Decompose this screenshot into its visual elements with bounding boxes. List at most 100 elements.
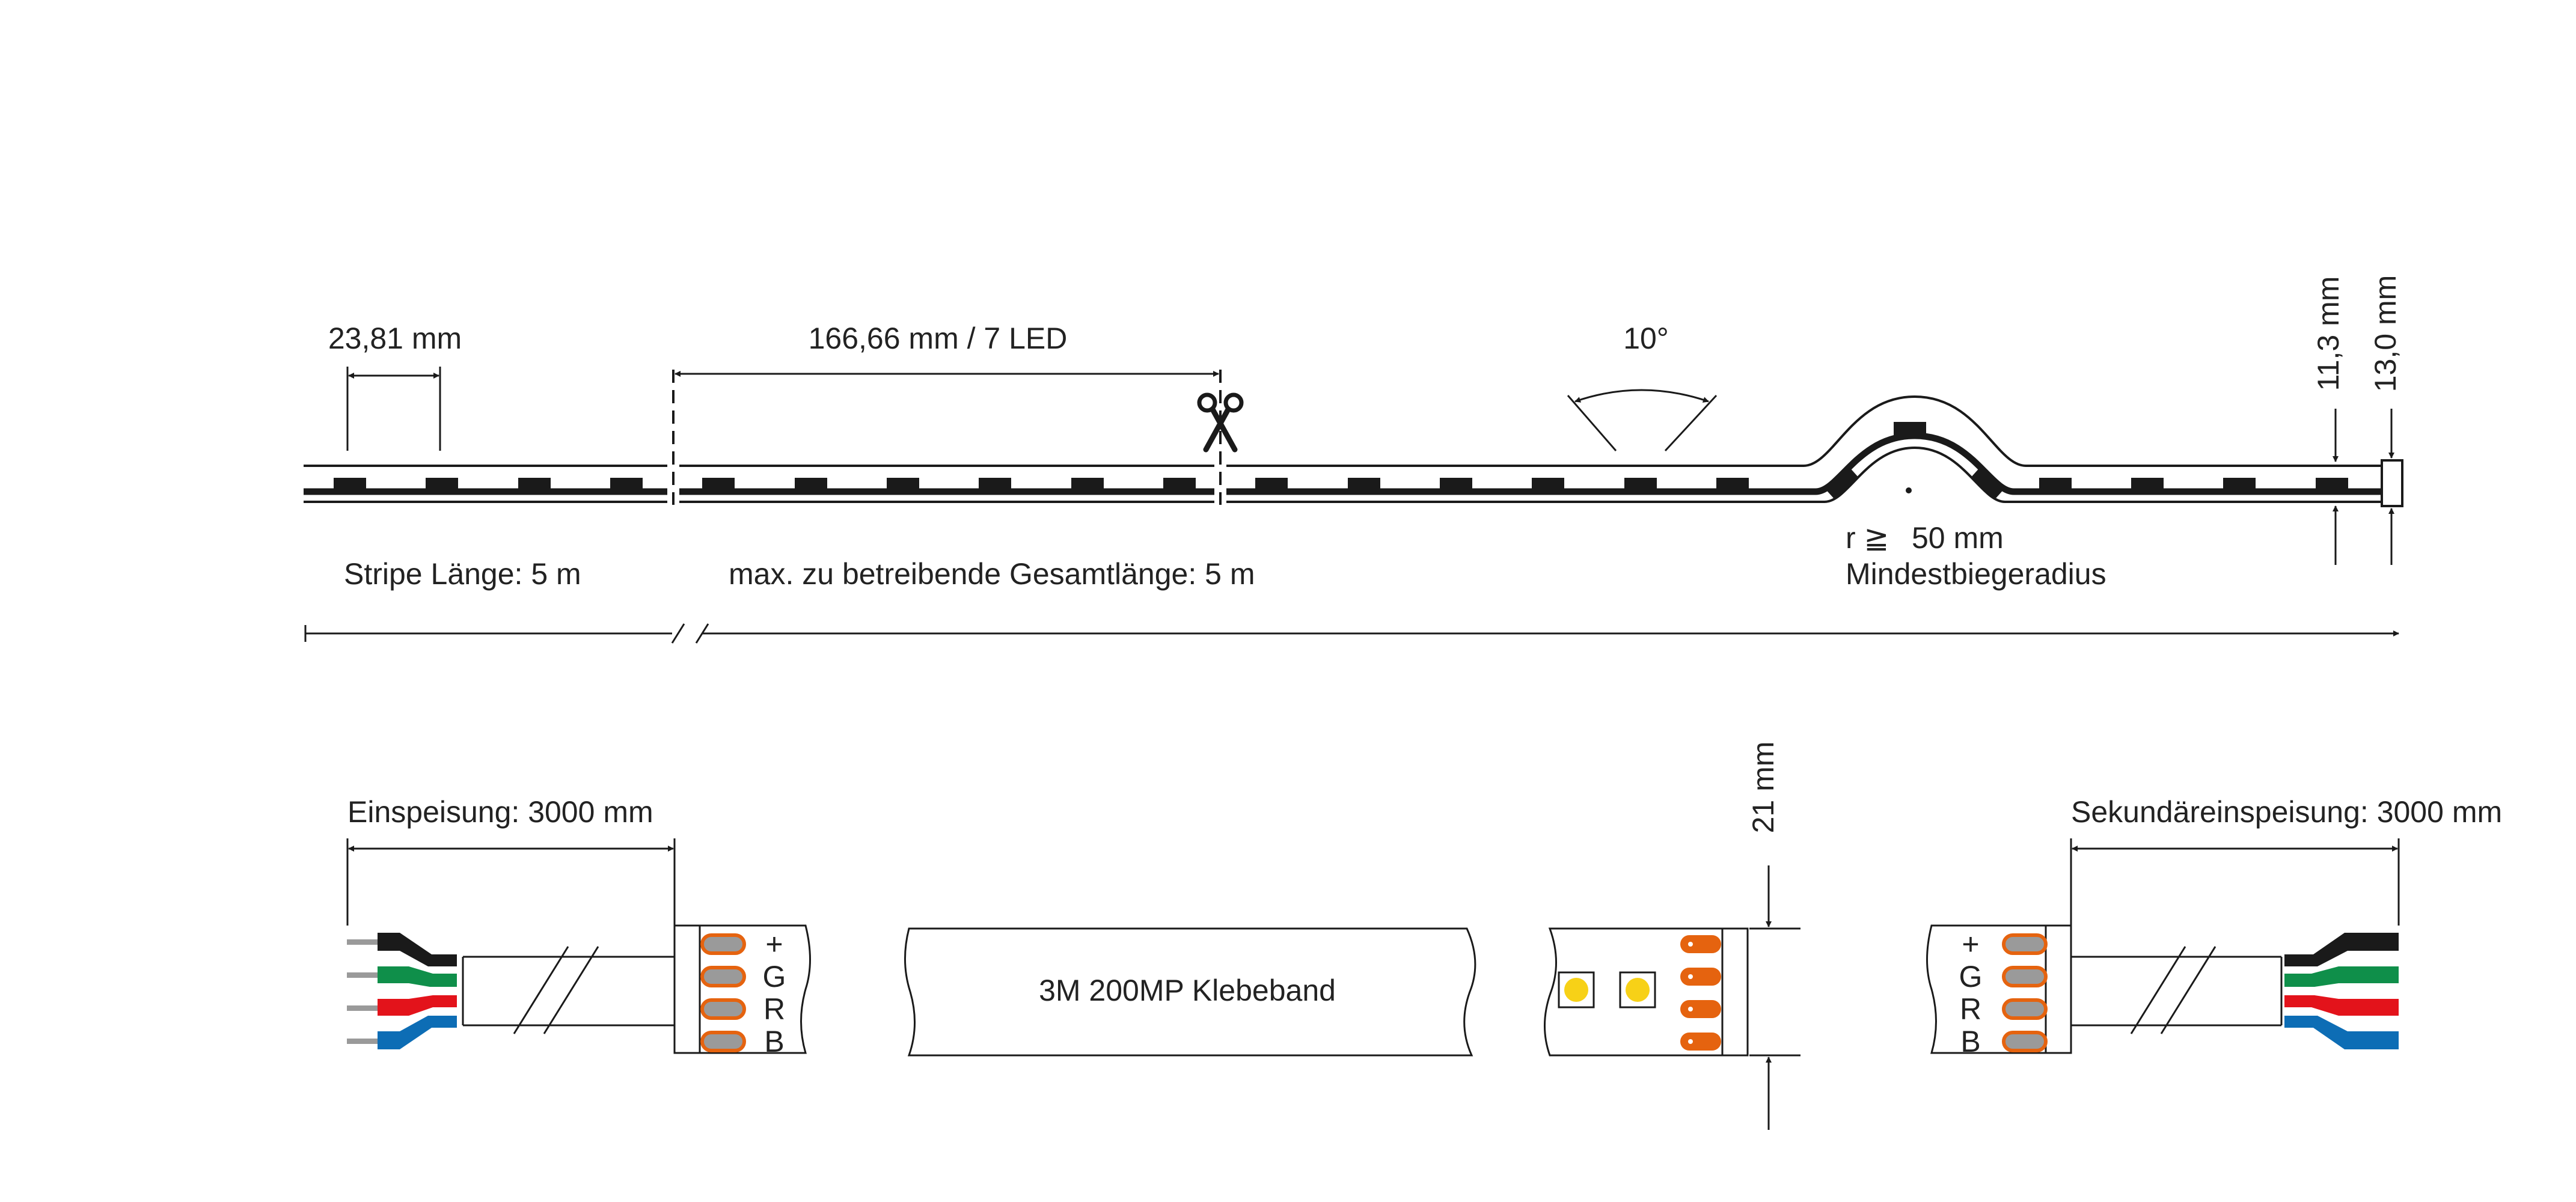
stripe-length-label: Stripe Länge: 5 m <box>344 557 581 591</box>
solder-pad <box>2002 998 2048 1020</box>
led <box>1440 478 1472 493</box>
led <box>1255 478 1288 493</box>
pin-label: G <box>763 960 786 993</box>
cable-break <box>543 946 599 1034</box>
wire-green <box>378 966 457 987</box>
cable-jacket <box>2071 956 2283 1027</box>
solder-pad <box>700 998 746 1020</box>
strip-side-view <box>304 370 2403 507</box>
solder-pad <box>1680 1033 1721 1051</box>
led <box>610 478 643 493</box>
cable-break <box>2130 946 2186 1034</box>
strip-top-view: 21 mm <box>1543 742 1800 1130</box>
pin-labels-left: +GRB <box>763 927 786 1058</box>
pin-label: + <box>1962 927 1979 961</box>
wire-green <box>2284 966 2399 987</box>
radius-value: 50 mm <box>1912 521 2004 555</box>
solder-pad <box>1680 1000 1721 1018</box>
led <box>1348 478 1380 493</box>
scissors-icon <box>1197 392 1244 453</box>
led-bent <box>1824 466 1859 499</box>
led <box>1071 478 1104 493</box>
led <box>702 478 735 493</box>
led <box>795 478 827 493</box>
connector-left: +GRB <box>673 924 811 1058</box>
led-row <box>334 478 2348 493</box>
led <box>887 478 919 493</box>
pin-label: B <box>764 1025 784 1058</box>
wire-blue <box>2284 1016 2399 1049</box>
pin-label: + <box>765 927 783 961</box>
connector-right: +GRB <box>1926 924 2072 1058</box>
solder-pad <box>2002 1031 2048 1052</box>
radius-symbol: r ≧ <box>1846 521 1889 555</box>
solder-pad <box>2002 966 2048 987</box>
pitch-label: 23,81 mm <box>328 322 462 355</box>
led <box>426 478 458 493</box>
led-bent <box>1971 466 2005 499</box>
pin-label: R <box>763 992 785 1026</box>
solder-pads-mid <box>1680 935 1721 1051</box>
angle-dimension: 10° <box>1567 322 1718 452</box>
height-dimensions: 11,3 mm 13,0 mm <box>2311 275 2402 565</box>
bend-center-dot <box>1906 487 1912 493</box>
cable-break <box>2160 946 2217 1034</box>
wire-blue <box>378 1016 457 1049</box>
led <box>2039 478 2072 493</box>
pitch-dimension: 23,81 mm <box>328 322 462 451</box>
length-arrow <box>304 623 2399 644</box>
led <box>518 478 551 493</box>
feed-label: Einspeisung: 3000 mm <box>347 795 653 829</box>
strip-end-cap <box>2381 459 2403 507</box>
solder-pads-left <box>700 933 746 1052</box>
led <box>2131 478 2164 493</box>
solder-pad <box>2002 933 2048 955</box>
wire-red <box>2284 995 2399 1016</box>
wire-tips <box>347 939 378 1044</box>
height-label-2: 13,0 mm <box>2369 275 2402 392</box>
led <box>1716 478 1749 493</box>
segment-dimension: 166,66 mm / 7 LED <box>675 322 1219 377</box>
solder-pad <box>700 933 746 955</box>
pin-label: G <box>1959 960 1983 993</box>
led-bent <box>1894 422 1926 438</box>
led <box>1624 478 1657 493</box>
height-label-1: 11,3 mm <box>2311 276 2345 391</box>
strip-top-outline <box>304 395 2399 467</box>
pin-labels-right: +GRB <box>1959 927 1983 1058</box>
segment-label: 166,66 mm / 7 LED <box>809 322 1068 355</box>
pad-hole <box>1688 974 1693 979</box>
secondary-feed-label: Sekundäreinspeisung: 3000 mm <box>2071 795 2502 829</box>
led <box>2316 478 2348 493</box>
pin-label: B <box>1960 1025 1980 1058</box>
pad-hole <box>1688 942 1693 947</box>
width-label: 21 mm <box>1746 742 1780 834</box>
tape-label: 3M 200MP Klebeband <box>1039 974 1336 1007</box>
angle-label: 10° <box>1623 322 1669 355</box>
solder-pad <box>700 966 746 987</box>
solder-pads-right <box>2002 933 2048 1052</box>
pin-label: R <box>1960 992 1981 1026</box>
feed-cable-right: Sekundäreinspeisung: 3000 mm <box>2070 795 2502 1049</box>
max-length-label: max. zu betreibende Gesamtlänge: 5 m <box>729 557 1255 591</box>
led <box>2223 478 2256 493</box>
feed-cable-left: Einspeisung: 3000 mm <box>346 795 676 1049</box>
led-chip <box>1619 971 1656 1008</box>
solder-pad <box>700 1031 746 1052</box>
pad-hole <box>1688 1007 1693 1011</box>
led <box>1163 478 1196 493</box>
wire-black <box>2284 933 2399 966</box>
solder-pad <box>1680 935 1721 953</box>
strip-bottom-outline <box>304 446 2399 503</box>
led <box>979 478 1011 493</box>
solder-pad <box>1680 968 1721 986</box>
wire-red <box>378 995 457 1016</box>
pad-hole <box>1688 1039 1693 1044</box>
led <box>1532 478 1564 493</box>
cable-break <box>513 946 569 1034</box>
led-chip <box>1558 971 1595 1008</box>
led <box>334 478 366 493</box>
cable-jacket <box>462 956 675 1027</box>
radius-caption: Mindestbiegeradius <box>1846 557 2106 591</box>
